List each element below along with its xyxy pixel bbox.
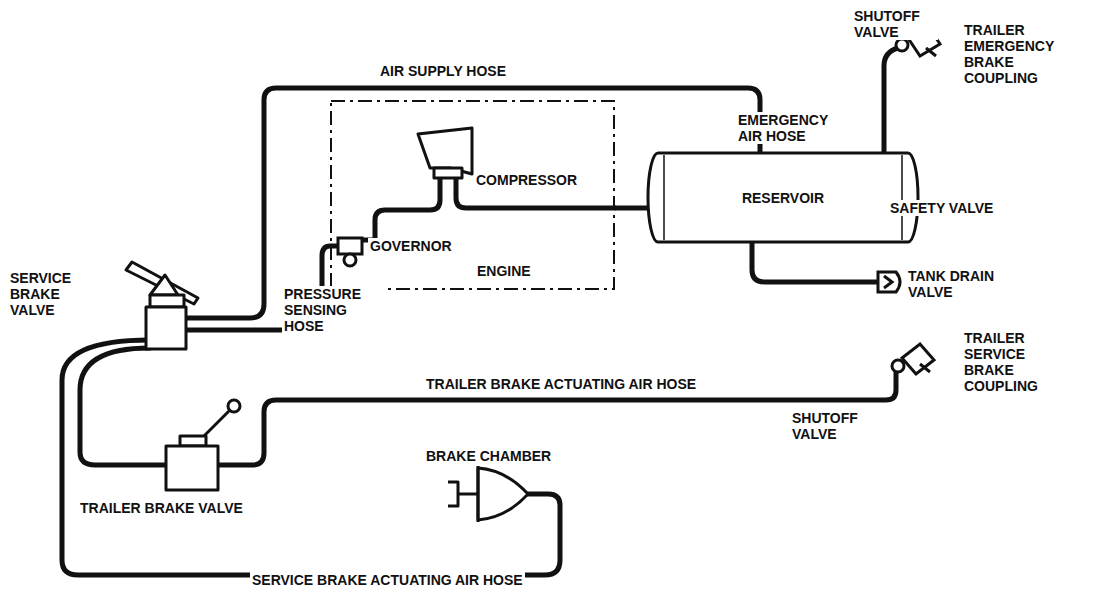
compressor-symbol [418, 128, 472, 178]
part-label: BRAKE CHAMBER [424, 448, 553, 464]
part-label: TRAILER EMERGENCY BRAKE COUPLING [962, 22, 1078, 86]
trailer-valve-feed [80, 348, 166, 465]
trailer-actuating-hose [218, 372, 896, 465]
service-coupling-symbol [892, 344, 934, 374]
part-label: SAFETY VALVE [888, 200, 995, 216]
part-label: SERVICE BRAKE VALVE [8, 270, 96, 318]
part-label: PRESSURE SENSING HOSE [282, 286, 386, 334]
air-line [615, 206, 650, 211]
part-label: SERVICE BRAKE ACTUATING AIR HOSE [250, 572, 525, 588]
governor-symbol [338, 238, 362, 266]
part-label: SHUTOFF VALVE [790, 410, 876, 442]
drain-valve-symbol [878, 272, 900, 292]
part-label: TRAILER BRAKE ACTUATING AIR HOSE [424, 376, 698, 392]
part-label: TANK DRAIN VALVE [906, 268, 1036, 300]
engine-region: ENGINE [330, 100, 615, 290]
part-label: COMPRESSOR [474, 172, 579, 188]
part-label: AIR SUPPLY HOSE [378, 63, 508, 79]
service-brake-valve-symbol [126, 262, 198, 349]
trailer-brake-valve-symbol [166, 400, 240, 490]
drain-line [752, 243, 878, 282]
part-label: EMERGENCY AIR HOSE [736, 112, 848, 144]
governor-line [362, 178, 440, 240]
part-label: TRAILER BRAKE VALVE [78, 500, 245, 516]
reservoir-tank: RESERVOIR [648, 152, 918, 243]
tank-label: RESERVOIR [742, 190, 824, 206]
region-label: ENGINE [475, 263, 533, 279]
region-outline [330, 100, 615, 290]
brake-chamber-symbol [448, 466, 528, 522]
part-label: SHUTOFF VALVE [852, 8, 938, 40]
part-label: GOVERNOR [368, 238, 454, 254]
part-label: TRAILER SERVICE BRAKE COUPLING [962, 330, 1078, 394]
